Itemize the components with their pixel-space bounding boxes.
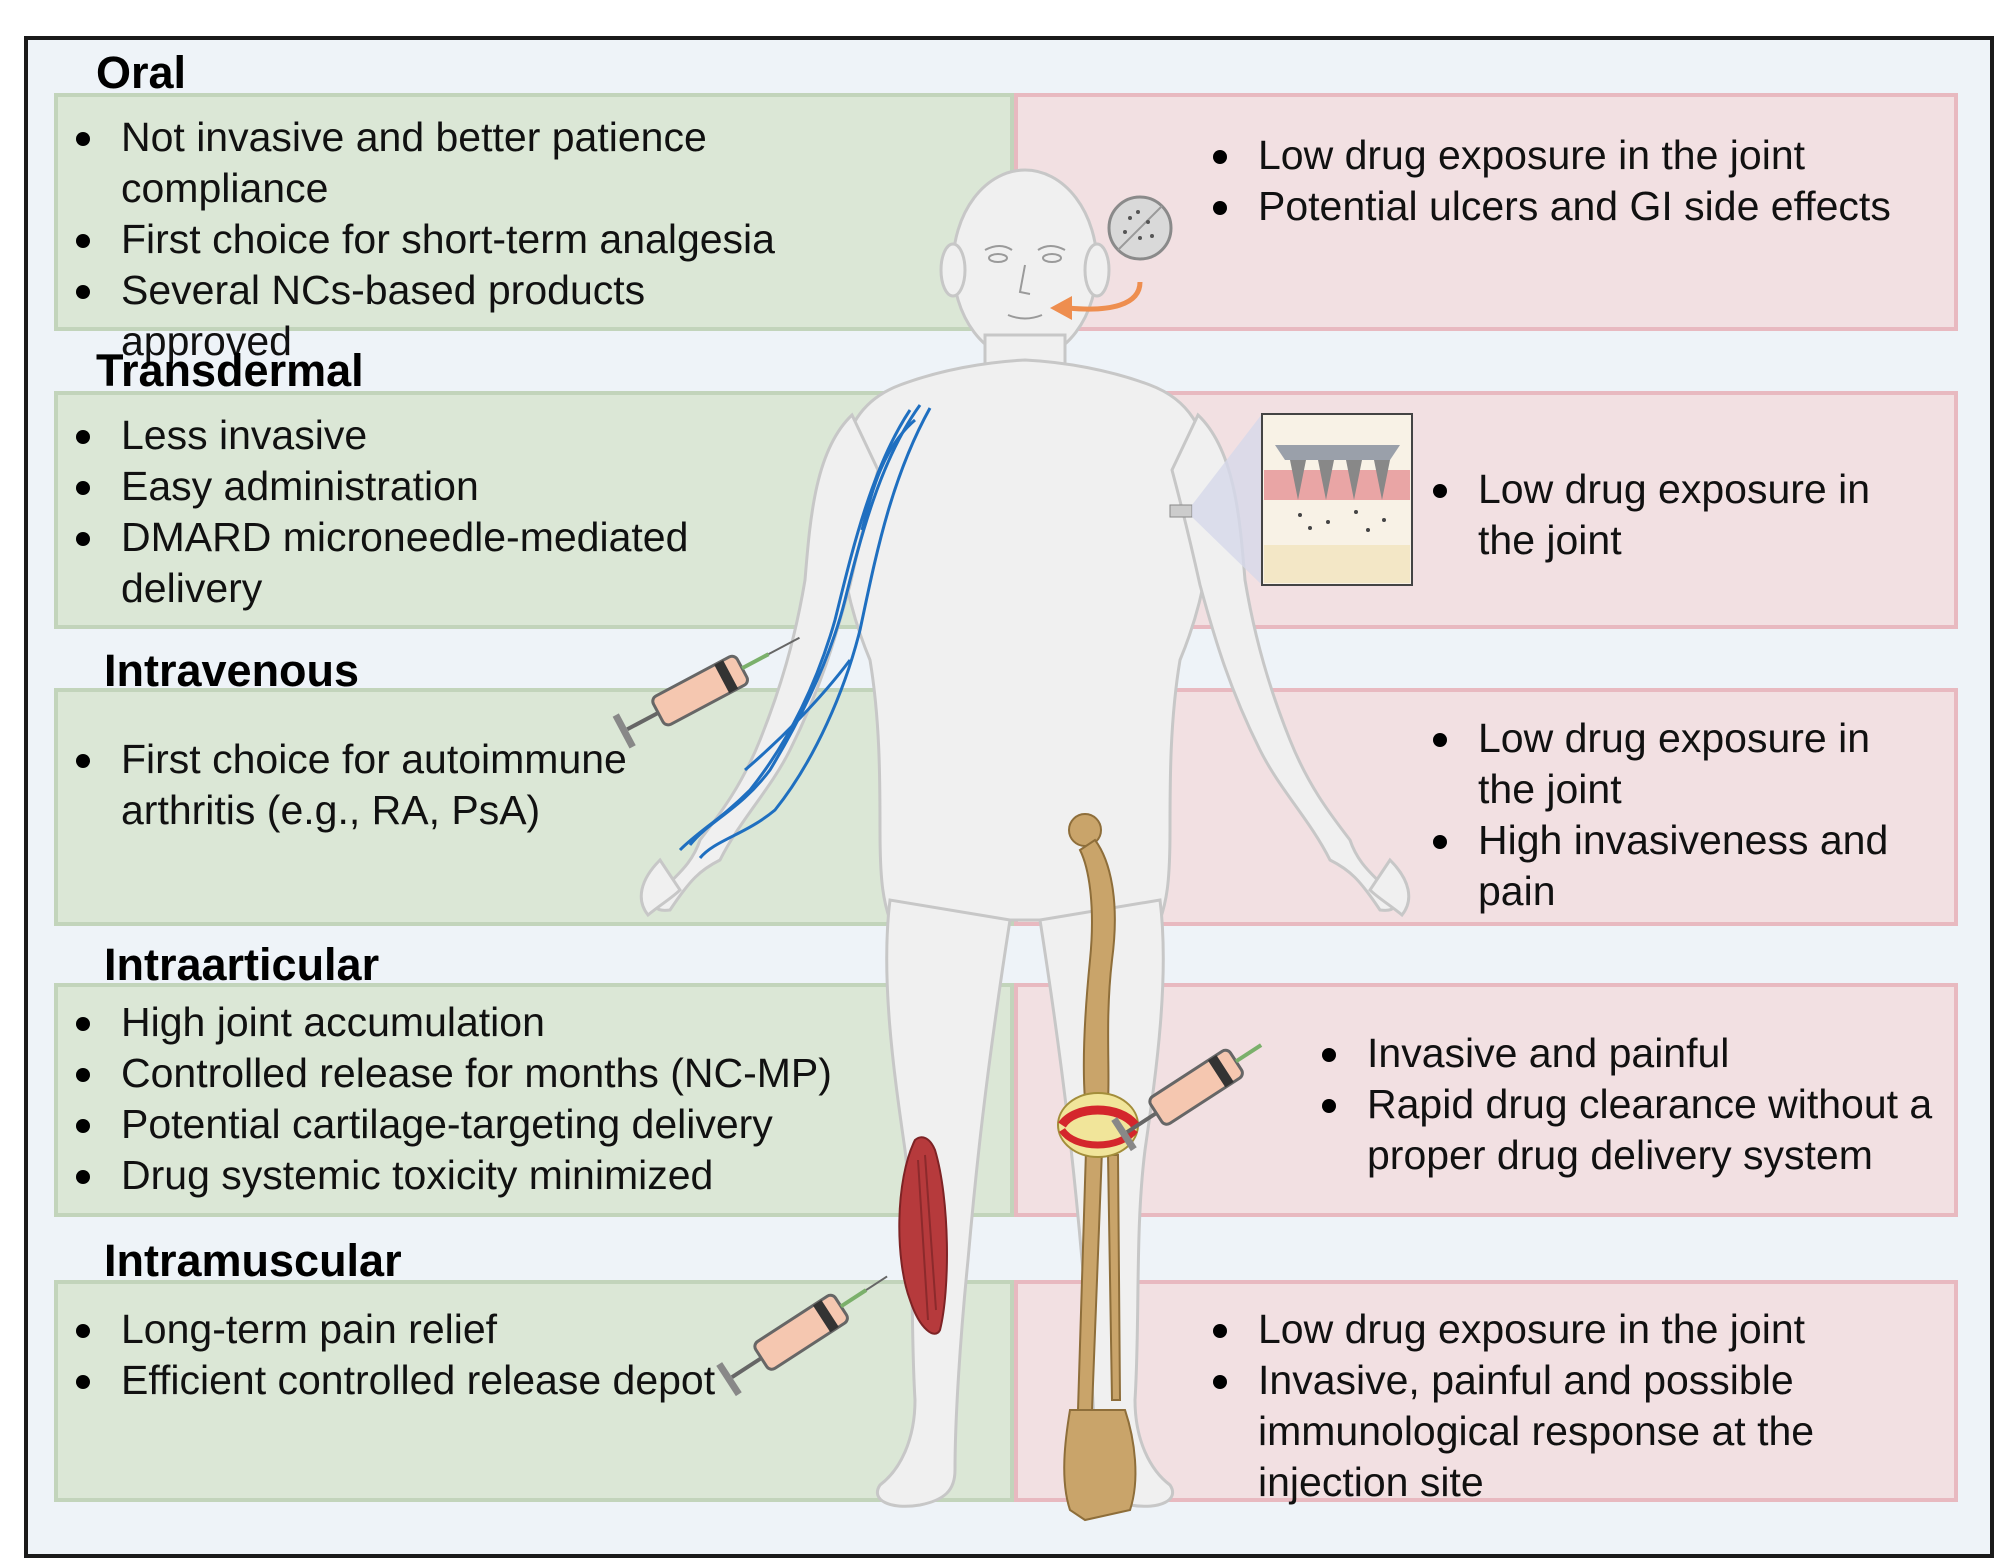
route-title-intramuscular: Intramuscular: [104, 1235, 402, 1286]
iv-syringe-icon: [612, 636, 800, 749]
list-item: Long-term pain relief: [76, 1304, 816, 1355]
disadvantages-list-transdermal: Low drug exposure in the joint: [1433, 464, 1913, 566]
route-title-transdermal: Transdermal: [96, 345, 364, 396]
list-item: Not invasive and better patience complia…: [76, 112, 796, 214]
disadvantages-list-oral: Low drug exposure in the joint Potential…: [1213, 130, 1953, 232]
route-title-intravenous: Intravenous: [104, 645, 360, 696]
oral-arrow-icon: [1050, 281, 1143, 320]
list-item: Low drug exposure in the joint: [1433, 713, 1923, 815]
list-item: Less invasive: [76, 410, 776, 461]
advantages-list-transdermal: Less invasive Easy administration DMARD …: [76, 410, 776, 614]
muscle-illustration: [898, 1136, 948, 1335]
list-item: Easy administration: [76, 461, 776, 512]
list-item: Rapid drug clearance without a proper dr…: [1322, 1079, 1962, 1181]
list-item: First choice for short-term analgesia: [76, 214, 796, 265]
advantages-panel-oral: [54, 93, 1014, 331]
list-item: Efficient controlled release depot: [76, 1355, 816, 1406]
disadvantages-list-intravenous: Low drug exposure in the joint High inva…: [1433, 713, 1923, 917]
microneedle-patch-icon: [1169, 413, 1413, 586]
list-item: Potential ulcers and GI side effects: [1213, 181, 1953, 232]
list-item: Low drug exposure in the joint: [1213, 1304, 1893, 1355]
list-item: Several NCs-based products approved: [76, 265, 796, 367]
pill-icon: [1107, 195, 1173, 261]
list-item: Low drug exposure in the joint: [1213, 130, 1953, 181]
disadvantages-panel-oral: [1014, 93, 1958, 331]
disadvantages-panel-intramuscular: [1014, 1280, 1958, 1502]
im-syringe-icon: [716, 1275, 888, 1397]
disadvantages-list-intraarticular: Invasive and painful Rapid drug clearanc…: [1322, 1028, 1962, 1181]
advantages-panel-intramuscular: [54, 1280, 1014, 1502]
list-item: DMARD microneedle-mediated delivery: [76, 512, 776, 614]
advantages-list-intramuscular: Long-term pain relief Efficient controll…: [76, 1304, 816, 1406]
list-item: Invasive, painful and possible immunolog…: [1213, 1355, 1893, 1508]
knee-joint-icon: [1057, 1092, 1139, 1158]
body-silhouette: [639, 168, 1411, 1508]
list-item: Drug systemic toxicity minimized: [76, 1150, 956, 1201]
advantages-list-oral: Not invasive and better patience complia…: [76, 112, 796, 367]
list-item: Controlled release for months (NC-MP): [76, 1048, 956, 1099]
list-item: Low drug exposure in the joint: [1433, 464, 1913, 566]
ia-syringe-icon: [1111, 1043, 1263, 1152]
face-features: [984, 245, 1066, 320]
leg-skeleton-illustration: [1063, 813, 1137, 1522]
advantages-panel-intraarticular: [54, 983, 1014, 1217]
list-item: High invasiveness and pain: [1433, 815, 1923, 917]
route-title-intraarticular: Intraarticular: [104, 939, 380, 990]
route-title-oral: Oral: [96, 47, 187, 98]
disadvantages-list-intramuscular: Low drug exposure in the joint Invasive,…: [1213, 1304, 1893, 1508]
advantages-list-intraarticular: High joint accumulation Controlled relea…: [76, 997, 956, 1201]
list-item: Invasive and painful: [1322, 1028, 1962, 1079]
list-item: Potential cartilage-targeting delivery: [76, 1099, 956, 1150]
list-item: First choice for autoimmune arthritis (e…: [76, 734, 716, 836]
advantages-panel-intravenous: [54, 688, 1014, 926]
list-item: High joint accumulation: [76, 997, 956, 1048]
advantages-list-intravenous: First choice for autoimmune arthritis (e…: [76, 734, 716, 836]
veins-illustration: [678, 404, 932, 859]
